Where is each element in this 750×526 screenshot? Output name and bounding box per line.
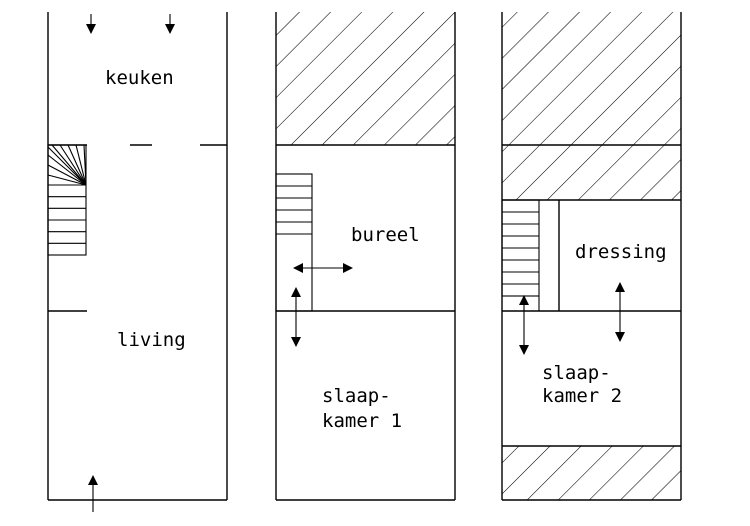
room-label-slaapkamer-2-line2: kamer 2 [542, 385, 622, 407]
stair-tread [59, 144, 87, 186]
room-label-bureel: bureel [351, 224, 420, 246]
void-hatch-first-top [276, 12, 455, 145]
stair-tread [75, 144, 87, 186]
room-label-slaapkamer-2-line1: slaap- [542, 362, 611, 384]
room-label-living: living [117, 329, 186, 351]
room-label-slaapkamer-1-line2: kamer 1 [322, 410, 402, 432]
staircase-ground [47, 144, 87, 256]
stair-tread [47, 164, 87, 186]
stair-tread [67, 144, 87, 186]
stair-tread [47, 154, 87, 186]
stair-tread [51, 144, 87, 186]
room-label-keuken: keuken [105, 67, 174, 89]
plan-second-floor: dressing slaap- kamer 2 [501, 12, 682, 501]
void-hatch-second-bottom [502, 446, 681, 500]
room-label-dressing: dressing [575, 241, 667, 263]
stair-tread [47, 174, 87, 186]
staircase-second [501, 199, 540, 311]
stair-tread [47, 146, 87, 186]
staircase-first [275, 173, 313, 312]
stair-tread [83, 144, 87, 186]
room-label-slaapkamer-1-line1: slaap- [322, 385, 391, 407]
plan-first-floor: bureel slaap- kamer 1 [275, 12, 456, 501]
plan-ground-floor: keuken living [47, 12, 228, 512]
void-hatch-second-top [502, 12, 681, 200]
